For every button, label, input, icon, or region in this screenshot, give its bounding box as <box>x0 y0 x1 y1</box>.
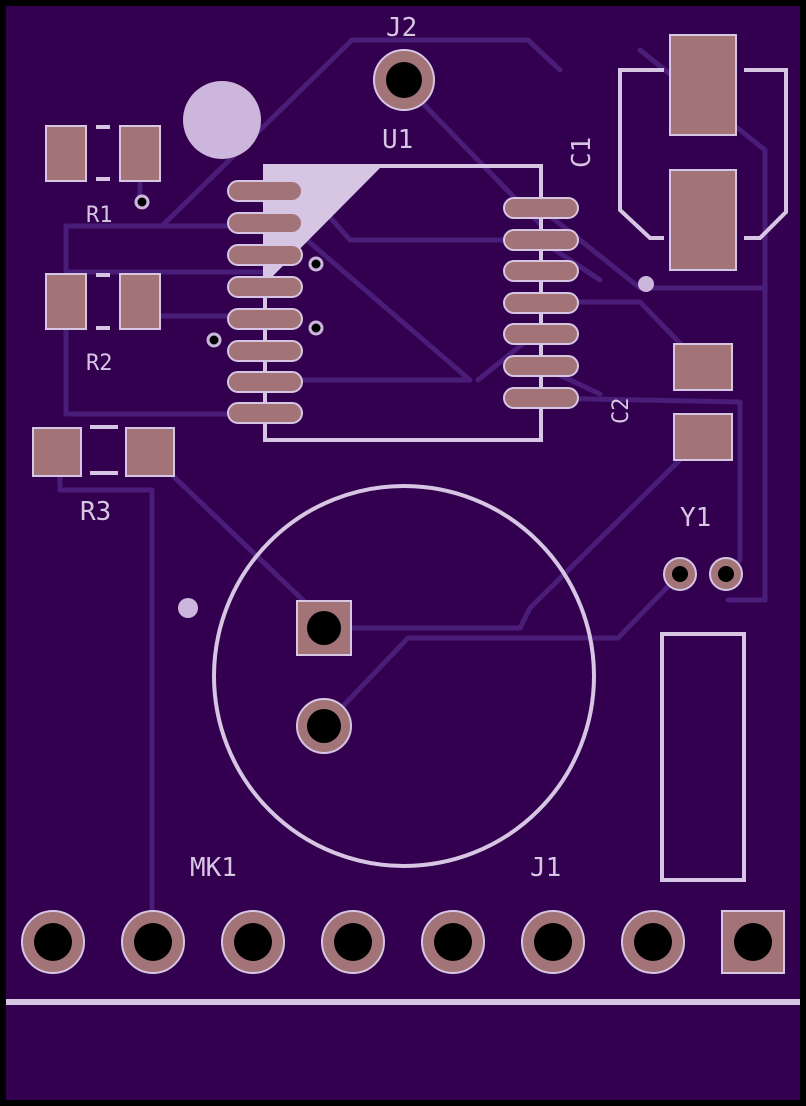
mk1-outline <box>212 484 596 868</box>
c2-pad <box>673 413 733 461</box>
u1-pad <box>503 387 579 409</box>
label-r1: R1 <box>86 203 113 228</box>
u1-pad <box>503 229 579 251</box>
u1-pad <box>503 260 579 282</box>
u1-pad <box>503 323 579 345</box>
j1-drill <box>734 923 772 961</box>
u1-pad <box>227 212 303 234</box>
r3-pad <box>32 427 82 477</box>
u1-pads <box>227 180 579 424</box>
trace <box>145 449 333 629</box>
y1-drill <box>718 566 734 582</box>
mk1-drill <box>307 611 341 645</box>
smd-pads <box>32 34 737 477</box>
label-r2: R2 <box>86 351 113 376</box>
u1-pad <box>227 371 303 393</box>
label-r3: R3 <box>80 497 111 527</box>
u1-pad <box>227 308 303 330</box>
u1-pad <box>503 292 579 314</box>
trace <box>262 201 473 383</box>
label-u1: U1 <box>382 125 413 155</box>
label-y1: Y1 <box>680 503 711 533</box>
u1-pad <box>227 340 303 362</box>
label-mk1: MK1 <box>190 853 237 883</box>
silkscreen-box <box>660 632 746 882</box>
label-j1: J1 <box>530 853 561 883</box>
u1-pad <box>227 244 303 266</box>
u1-pad <box>503 355 579 377</box>
label-c2: C2 <box>609 398 634 425</box>
trace <box>321 435 705 631</box>
j1-drill <box>234 923 272 961</box>
j1-drill <box>634 923 672 961</box>
r1-pad <box>119 125 161 182</box>
u1-pad <box>227 180 303 202</box>
j2-drill <box>386 62 422 98</box>
via <box>206 332 222 348</box>
via <box>308 320 324 336</box>
via-layer <box>134 81 654 618</box>
y1-drill <box>672 566 688 582</box>
u1-pad <box>227 402 303 424</box>
via <box>308 256 324 272</box>
trace <box>57 471 155 943</box>
mk1-drill <box>307 709 341 743</box>
designators: J2 U1 R1 R2 R3 Y1 MK1 J1 C1 C2 <box>80 13 711 883</box>
mounting-dot <box>183 81 261 159</box>
via <box>178 598 198 618</box>
c2-pad <box>673 343 733 391</box>
r2-pad <box>45 273 87 330</box>
r2-pad <box>119 273 161 330</box>
u1-pad <box>227 276 303 298</box>
c1-pad <box>669 169 737 271</box>
j1-drill <box>134 923 172 961</box>
u1-pad <box>503 197 579 219</box>
j1-drill <box>34 923 72 961</box>
r1-pad <box>45 125 87 182</box>
j1-pads <box>21 910 785 974</box>
j1-drill <box>434 923 472 961</box>
c1-outline <box>618 68 664 240</box>
j1-drill <box>334 923 372 961</box>
label-j2: J2 <box>386 13 417 43</box>
trace <box>321 571 683 729</box>
c1-outline <box>744 68 788 240</box>
th-pads <box>296 49 743 754</box>
via <box>134 194 150 210</box>
trace <box>725 147 768 603</box>
r3-pad <box>125 427 175 477</box>
j1-drill <box>534 923 572 961</box>
via <box>638 276 654 292</box>
label-c1: C1 <box>567 137 597 168</box>
c1-pad <box>669 34 737 136</box>
